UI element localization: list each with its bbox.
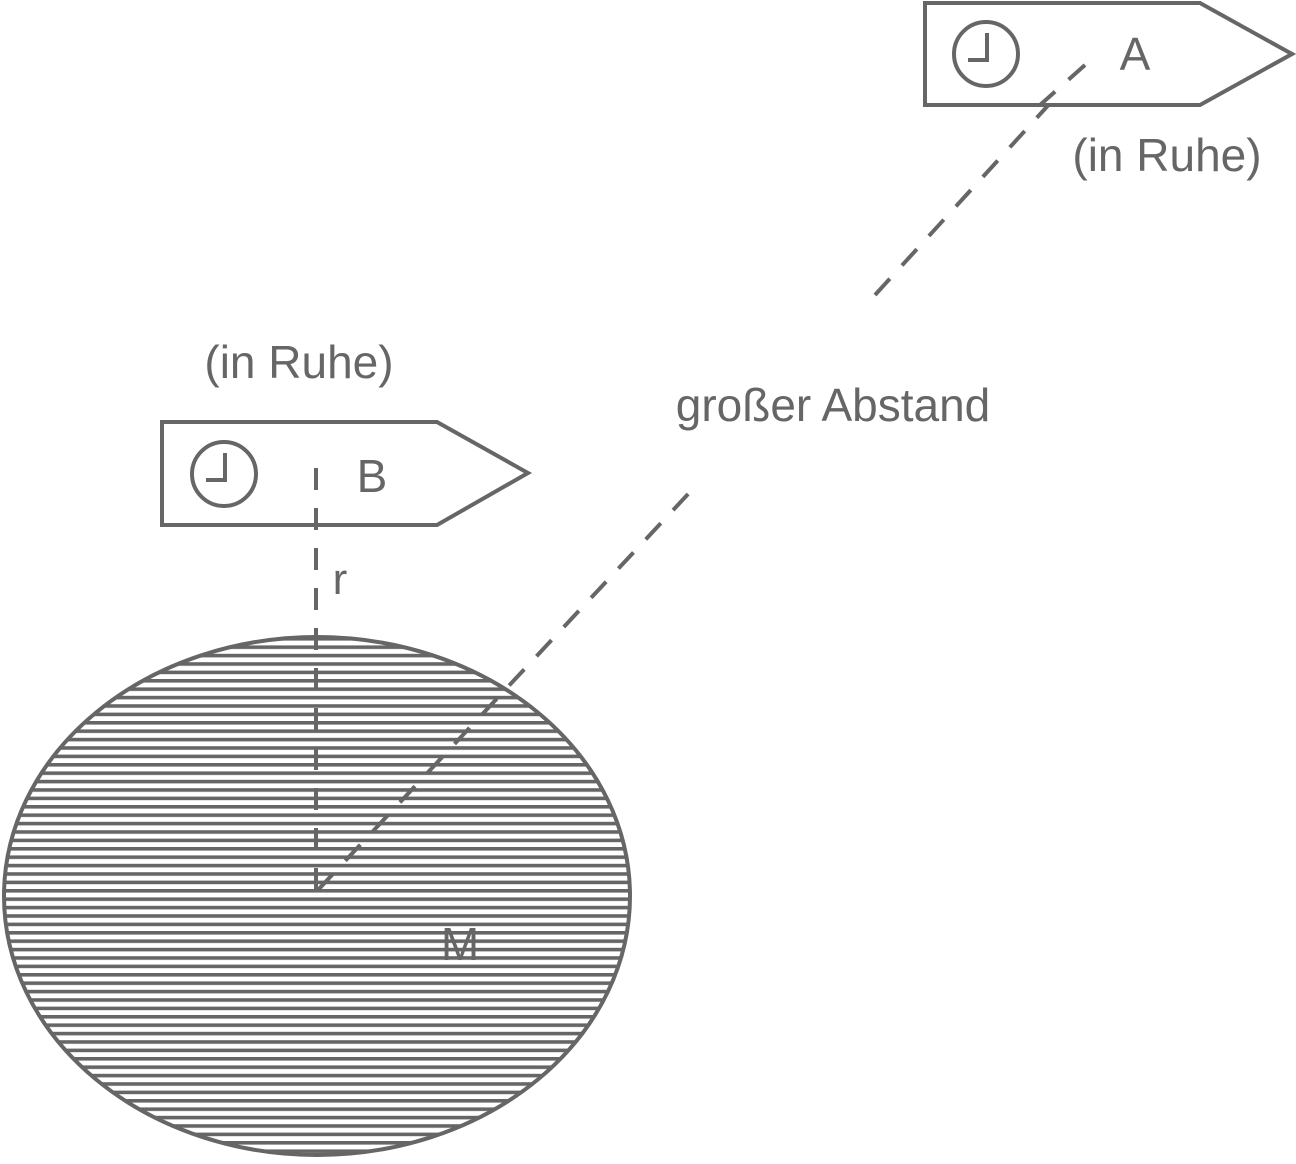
clock-a-status: (in Ruhe): [1072, 129, 1261, 181]
clock-icon: [952, 20, 1020, 88]
clock-a-tag: [923, 1, 1296, 107]
distance-label: großer Abstand: [676, 379, 991, 431]
clock-b-status: (in Ruhe): [204, 336, 393, 388]
mass-label: M: [441, 918, 479, 970]
clock-b-label: B: [357, 450, 388, 502]
clock-icon: [190, 440, 258, 508]
radius-label: r: [333, 555, 348, 604]
clock-b-tag: [160, 420, 533, 527]
distance-line-lower: [316, 490, 692, 892]
clock-a-label: A: [1120, 28, 1151, 80]
